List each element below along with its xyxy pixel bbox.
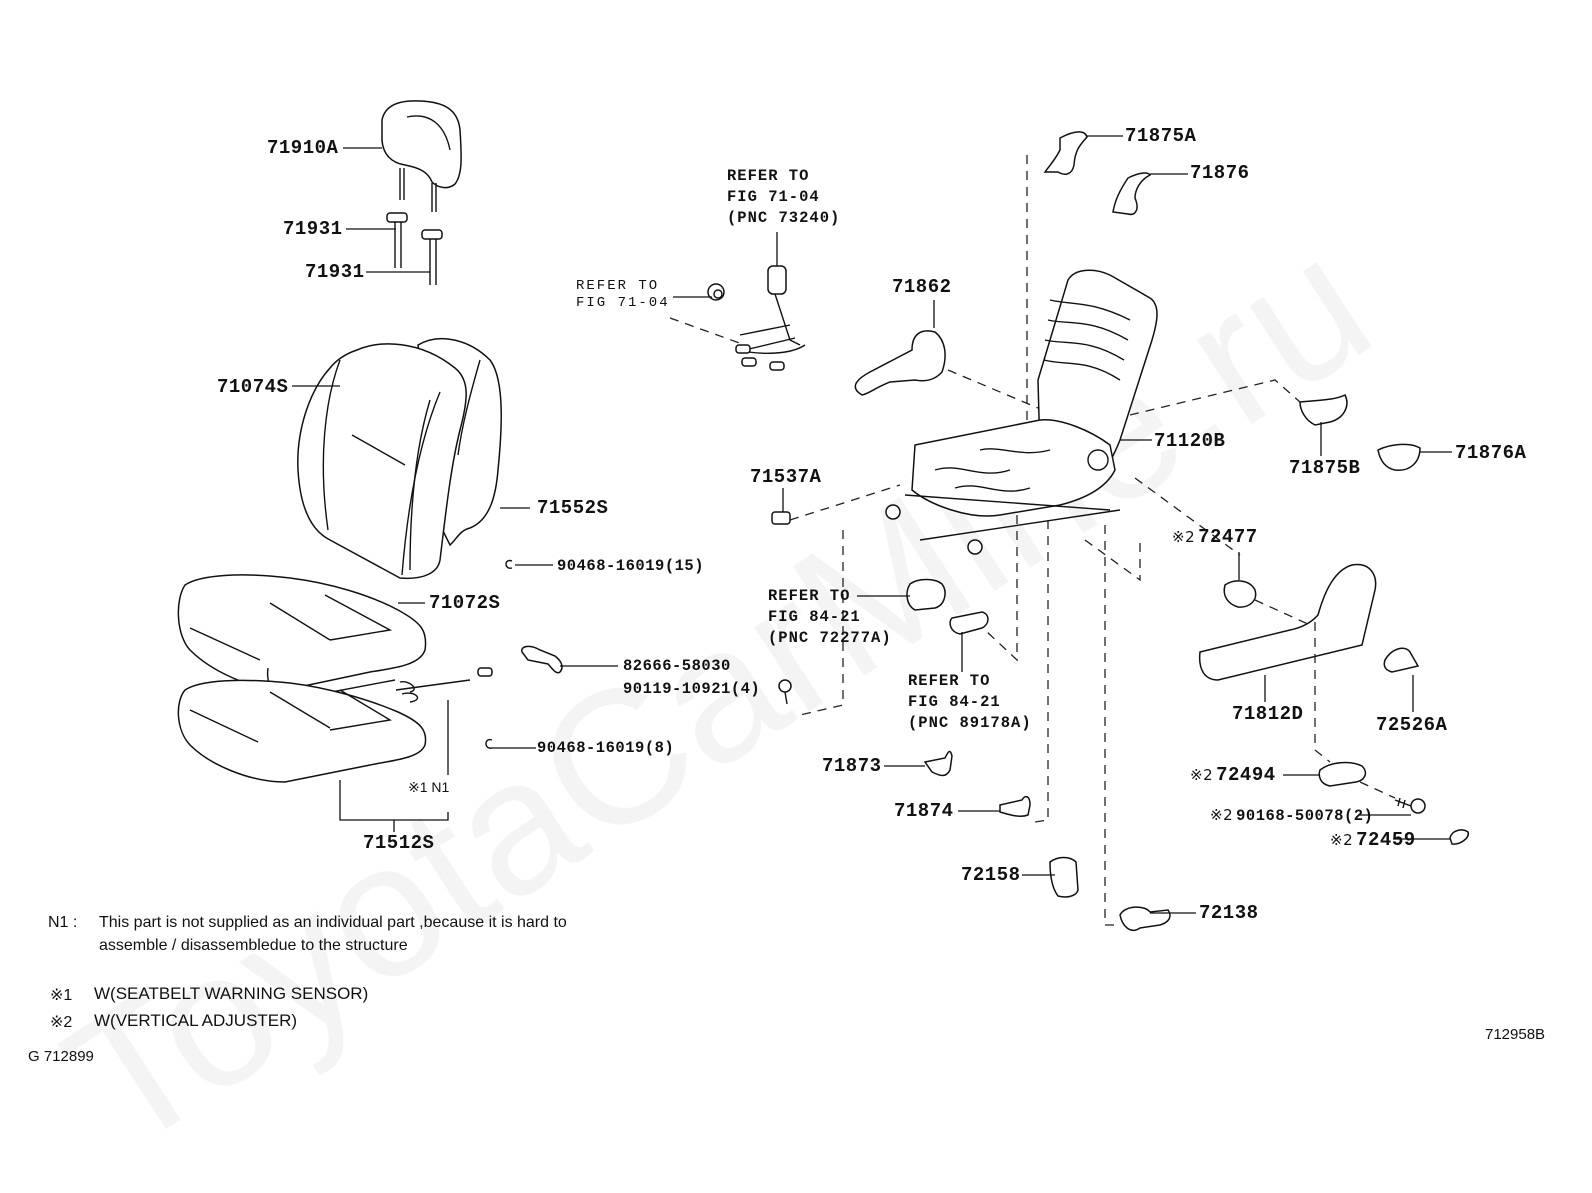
rail-cover-drawing <box>1119 906 1171 932</box>
cushion-stopper-drawing <box>771 511 791 525</box>
part-label-text: 72494 <box>1216 764 1276 786</box>
track-cover-2-drawing <box>999 796 1031 817</box>
hinge-cover-a-drawing <box>1043 131 1088 175</box>
part-label-71931-b[interactable]: 71931 <box>305 261 365 283</box>
part-label-71875A[interactable]: 71875A <box>1125 125 1197 147</box>
refer-to-fig-71-04[interactable]: REFER TO FIG 71-04 <box>576 278 670 311</box>
sensor-drawing <box>949 611 989 635</box>
part-label-71873[interactable]: 71873 <box>822 755 882 777</box>
parts-diagram <box>177 100 1469 932</box>
figure-code: G 712899 <box>28 1048 94 1065</box>
part-label-71875B[interactable]: 71875B <box>1289 457 1361 479</box>
note-mark-2: ※2 <box>1330 831 1354 849</box>
headrest-support-drawing <box>386 212 443 285</box>
part-label-71812D[interactable]: 71812D <box>1232 703 1304 725</box>
part-label-72526A[interactable]: 72526A <box>1376 714 1448 736</box>
part-label-71874[interactable]: 71874 <box>894 800 954 822</box>
inline-note-seatbelt-sensor: ※1 N1 <box>408 779 450 795</box>
headrest-drawing <box>381 100 462 212</box>
part-label-71552S[interactable]: 71552S <box>537 497 609 519</box>
part-label-text: 72459 <box>1356 829 1416 851</box>
part-label-71074S[interactable]: 71074S <box>217 376 289 398</box>
recliner-lever-drawing <box>854 330 946 396</box>
leader-lines <box>292 135 1452 914</box>
dashed-assembly-lines <box>669 155 1396 926</box>
leg-cover-drawing <box>1049 856 1079 898</box>
track-cover-1-drawing <box>923 750 953 777</box>
note-n1-key: N1 : <box>48 914 78 931</box>
seat-frame-drawing <box>885 269 1158 555</box>
part-label-71876[interactable]: 71876 <box>1190 162 1250 184</box>
part-label-71120B[interactable]: 71120B <box>1154 430 1226 452</box>
hinge-cover-inner-a-drawing <box>1377 443 1421 471</box>
note-n1-line2: assemble / disassembledue to the structu… <box>99 937 408 954</box>
note-mark-2: ※2 <box>1210 806 1234 824</box>
seatback-drawing <box>297 337 502 580</box>
part-label-text: 72477 <box>1198 526 1258 548</box>
note-mark-2-key: ※2 <box>50 1014 73 1031</box>
part-label-90468-16019-15[interactable]: 90468-16019(15) <box>557 557 705 575</box>
hog-ring-8-drawing <box>485 738 493 749</box>
part-label-90468-16019-8[interactable]: 90468-16019(8) <box>537 739 675 757</box>
part-label-71910A[interactable]: 71910A <box>267 137 339 159</box>
part-label-71537A[interactable]: 71537A <box>750 466 822 488</box>
adjuster-base-drawing <box>1223 580 1257 608</box>
part-label-72158[interactable]: 72158 <box>961 864 1021 886</box>
hinge-cover-inner-drawing <box>1112 172 1152 216</box>
recliner-knob-drawing <box>1383 647 1420 673</box>
note-mark-2: ※2 <box>1190 766 1214 784</box>
part-label-71512S[interactable]: 71512S <box>363 832 435 854</box>
adjuster-knob-drawing <box>1318 761 1367 787</box>
knob-cap-drawing <box>1449 829 1469 845</box>
note-mark-2-text: W(VERTICAL ADJUSTER) <box>94 1011 298 1030</box>
part-label-82666-58030[interactable]: 82666-58030 <box>623 657 731 675</box>
part-label-71862[interactable]: 71862 <box>892 276 952 298</box>
hog-ring-drawing <box>505 559 513 569</box>
part-label-71072S[interactable]: 71072S <box>429 592 501 614</box>
note-mark-1-text: W(SEATBELT WARNING SENSOR) <box>94 984 369 1003</box>
screw-drawing <box>1394 797 1426 814</box>
note-mark-2: ※2 <box>1172 528 1196 546</box>
refer-to-fig-71-04-pnc-73240[interactable]: REFER TO FIG 71-04 (PNC 73240) <box>727 167 841 227</box>
note-n1-line1: This part is not supplied as an individu… <box>99 914 567 931</box>
note-mark-1-key: ※1 <box>50 987 73 1004</box>
seatbelt-buckle-drawing <box>707 265 806 371</box>
bolt-drawing <box>778 679 792 705</box>
part-label-72138[interactable]: 72138 <box>1199 902 1259 924</box>
part-label-90119-10921[interactable]: 90119-10921(4) <box>623 680 761 698</box>
illustration-code: 712958B <box>1485 1026 1546 1043</box>
refer-to-fig-84-21-pnc-89178A[interactable]: REFER TO FIG 84-21 (PNC 89178A) <box>908 672 1032 732</box>
wire-clamp-drawing <box>521 645 563 674</box>
part-label-71931-a[interactable]: 71931 <box>283 218 343 240</box>
cushion-cover-drawing <box>177 574 427 699</box>
part-label-71876A[interactable]: 71876A <box>1455 442 1527 464</box>
hinge-cover-b-drawing <box>1299 393 1348 426</box>
side-shield-drawing <box>1198 563 1377 681</box>
cushion-pad-drawing <box>177 667 493 832</box>
switch-drawing <box>906 578 946 611</box>
part-label-text: 90168-50078(2) <box>1236 807 1374 825</box>
refer-to-fig-84-21-pnc-72277A[interactable]: REFER TO FIG 84-21 (PNC 72277A) <box>768 587 892 647</box>
